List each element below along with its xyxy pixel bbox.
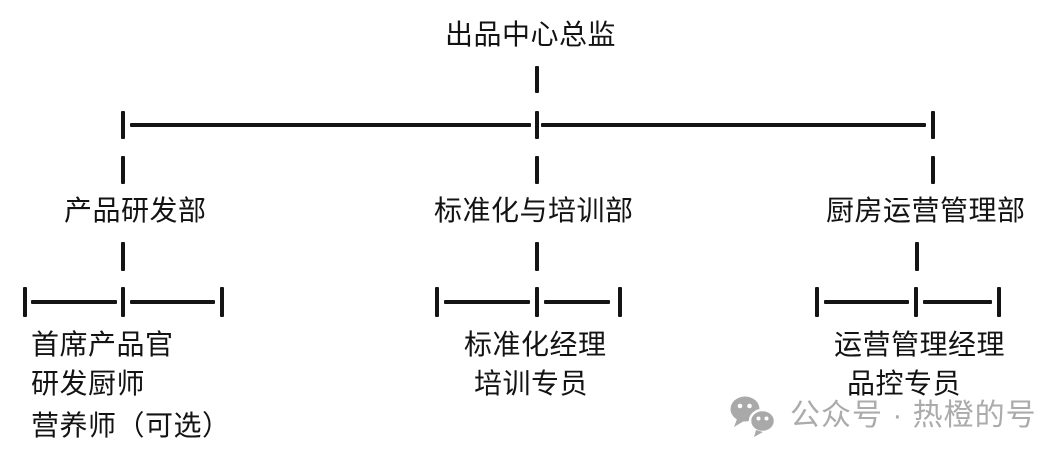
- tree-line-vertical: [618, 287, 622, 317]
- department-node-label: 厨房运营管理部: [826, 195, 1026, 226]
- member-node-label: 培训专员: [474, 368, 589, 399]
- tree-line-vertical: [535, 242, 539, 271]
- tree-line-vertical: [915, 242, 919, 271]
- tree-line-vertical: [914, 287, 918, 317]
- tree-line-vertical: [23, 287, 27, 317]
- tree-line-vertical: [815, 287, 819, 317]
- tree-line-vertical: [931, 156, 935, 184]
- member-node-label: 运营管理经理: [834, 329, 1006, 360]
- tree-line-vertical: [535, 156, 539, 184]
- tree-line-vertical: [121, 242, 125, 271]
- member-node-label: 营养师（可选）: [31, 410, 231, 441]
- root-node-label: 出品中心总监: [445, 19, 617, 50]
- tree-line-horizontal: [541, 123, 926, 127]
- tree-line-horizontal: [544, 300, 610, 304]
- tree-line-vertical: [535, 66, 539, 93]
- tree-line-vertical: [121, 156, 125, 184]
- member-node-label: 首席产品官: [31, 329, 174, 360]
- tree-line-horizontal: [130, 123, 531, 127]
- tree-line-horizontal: [130, 300, 215, 304]
- member-node-label: 品控专员: [847, 368, 962, 399]
- member-node-label: 标准化经理: [464, 329, 607, 360]
- tree-line-vertical: [220, 287, 224, 317]
- tree-line-horizontal: [31, 300, 117, 304]
- watermark: 公众号 · 热橙的号: [728, 394, 1037, 438]
- watermark-label: 公众号 · 热橙的号: [790, 399, 1037, 432]
- tree-line-horizontal: [824, 300, 909, 304]
- tree-line-vertical: [121, 287, 125, 317]
- wechat-icon: [728, 394, 780, 438]
- tree-line-vertical: [931, 111, 935, 139]
- tree-line-vertical: [121, 111, 125, 139]
- member-node-label: 研发厨师: [31, 368, 146, 399]
- department-node-label: 产品研发部: [64, 195, 207, 226]
- department-node-label: 标准化与培训部: [434, 195, 634, 226]
- tree-line-vertical: [535, 287, 539, 317]
- tree-line-vertical: [535, 111, 539, 139]
- tree-line-horizontal: [923, 300, 992, 304]
- tree-line-vertical: [435, 287, 439, 317]
- tree-line-vertical: [997, 287, 1001, 317]
- tree-line-horizontal: [444, 300, 530, 304]
